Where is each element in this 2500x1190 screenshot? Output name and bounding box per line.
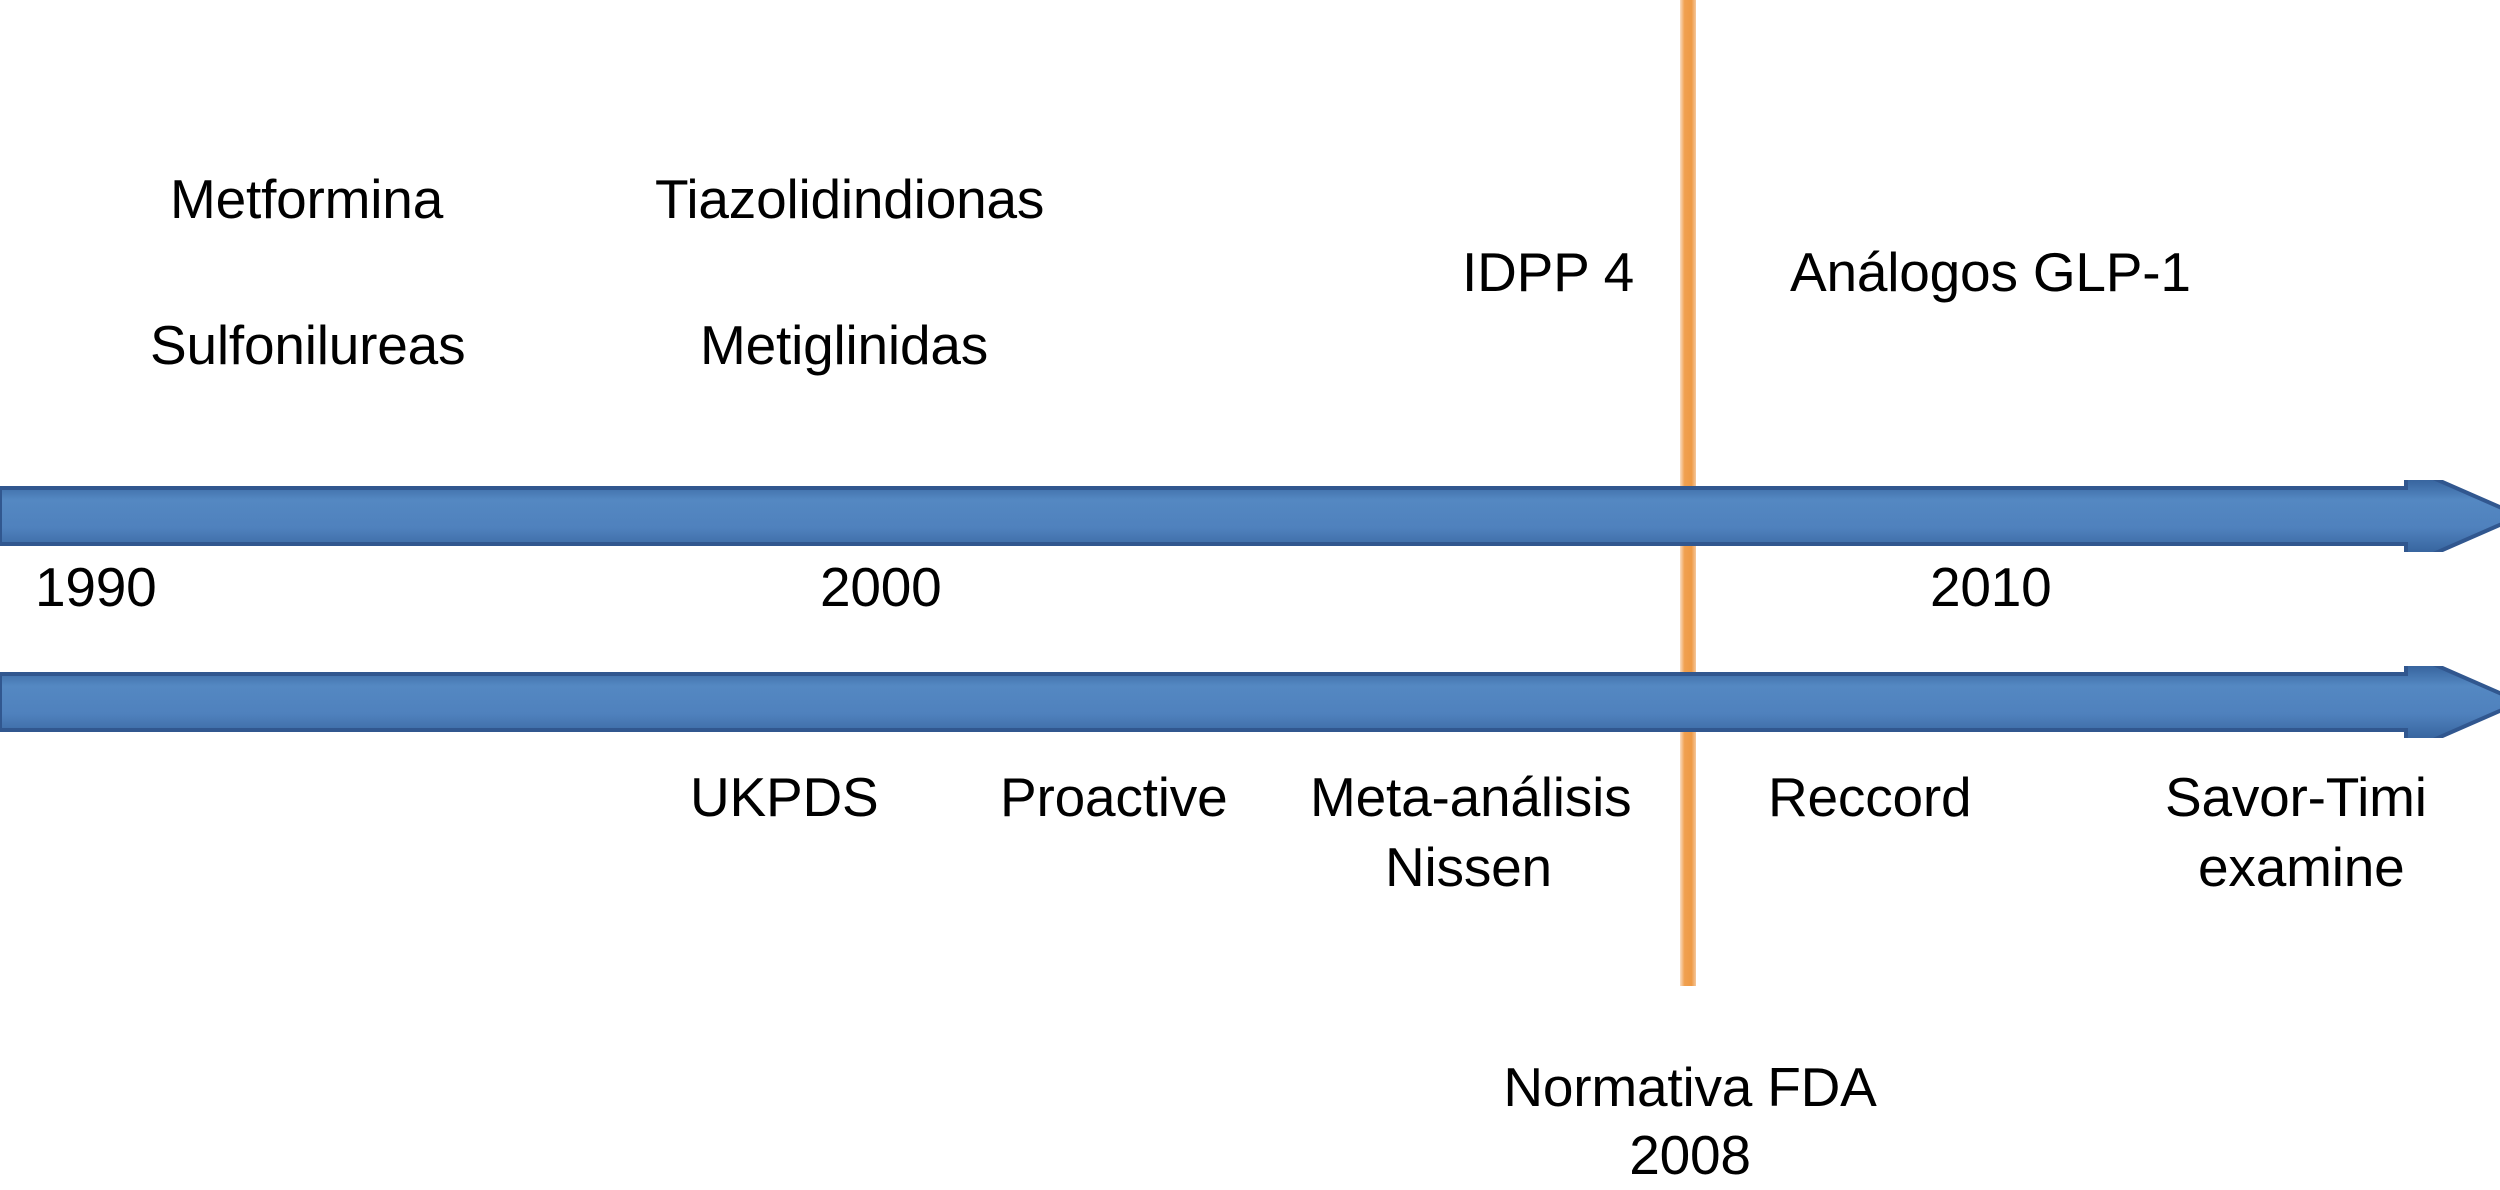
fda-annotation-line2: 2008 <box>1629 1124 1751 1186</box>
trial-label-ukpds: UKPDS <box>690 766 879 828</box>
trial-label-savor-timi: Savor-Timi <box>2165 766 2427 828</box>
year-label-2010: 2010 <box>1930 556 2052 618</box>
drug-label-sulfonilureas: Sulfonilureas <box>150 314 466 376</box>
lower-arrow-shape <box>0 666 2500 738</box>
upper-arrow-shape <box>0 480 2500 552</box>
fda-annotation-line1: Normativa FDA <box>1503 1056 1877 1118</box>
drug-label-metiglinidas: Metiglinidas <box>700 314 989 376</box>
trial-label-meta-analisis: Meta-análisis <box>1310 766 1632 828</box>
drug-label-tiazolidindionas: Tiazolidindionas <box>655 168 1045 230</box>
trial-label-reccord: Reccord <box>1768 766 1972 828</box>
trial-label-nissen: Nissen <box>1385 836 1552 898</box>
upper-timeline-arrow <box>0 480 2500 552</box>
year-label-2000: 2000 <box>820 556 942 618</box>
drug-label-analogos-glp-1: Análogos GLP-1 <box>1790 241 2191 303</box>
lower-timeline-arrow <box>0 666 2500 738</box>
fda-marker-line <box>1680 0 1696 986</box>
drug-label-idpp-4: IDPP 4 <box>1462 241 1635 303</box>
drug-label-metformina: Metformina <box>170 168 444 230</box>
trial-label-examine: examine <box>2198 836 2405 898</box>
year-label-1990: 1990 <box>35 556 157 618</box>
trial-label-proactive: Proactive <box>1000 766 1228 828</box>
